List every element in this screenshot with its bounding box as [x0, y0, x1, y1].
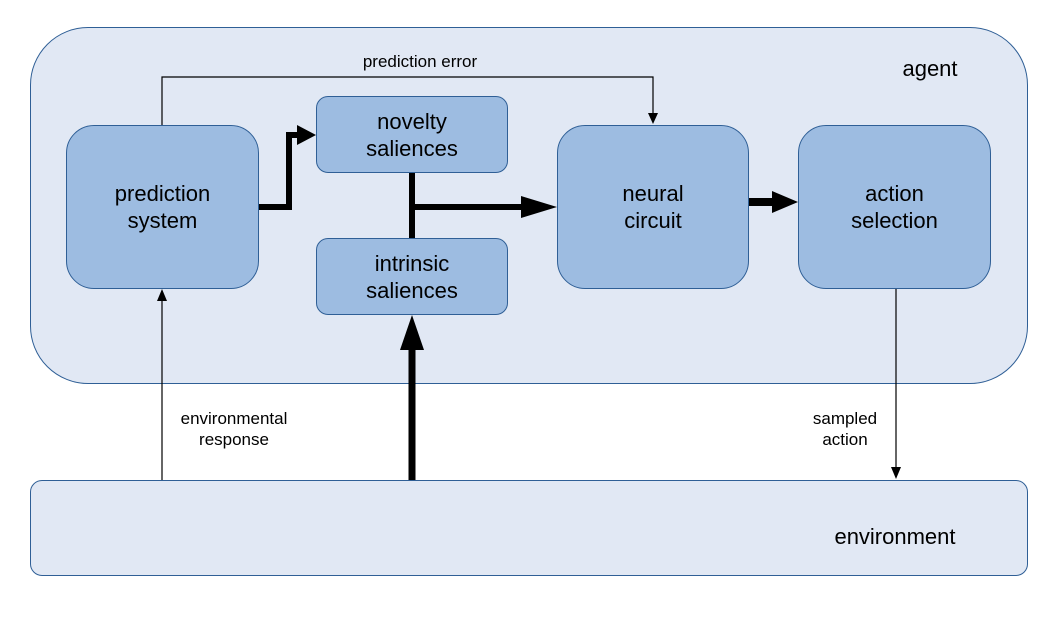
arrow-prediction-to-novelty — [259, 132, 300, 210]
environment-region — [30, 480, 1028, 576]
arrowhead-saliences-to-neural — [521, 196, 557, 218]
agent-label: agent — [902, 56, 958, 81]
node-prediction-system: prediction system — [66, 125, 259, 289]
arrowhead-prediction-error — [648, 113, 658, 124]
node-intrinsic-saliences: intrinsic saliences — [316, 238, 508, 315]
node-novelty-saliences: novelty saliences — [316, 96, 508, 173]
node-neural-circuit: neural circuit — [557, 125, 749, 289]
sampled-action-label: sampled action — [812, 409, 878, 449]
arrowhead-sampled-action — [891, 467, 901, 479]
arrowhead-neural-to-action — [772, 191, 798, 213]
arrowhead-environmental-response — [157, 289, 167, 301]
prediction-error-label: prediction error — [362, 52, 478, 71]
arrowhead-environment-to-intrinsic — [400, 315, 424, 350]
environment-label: environment — [834, 524, 956, 549]
arrowhead-prediction-to-novelty — [297, 125, 316, 145]
arrow-prediction-error — [161, 76, 654, 125]
node-action-selection: action selection — [798, 125, 991, 289]
environmental-response-label: environmental response — [180, 409, 288, 449]
